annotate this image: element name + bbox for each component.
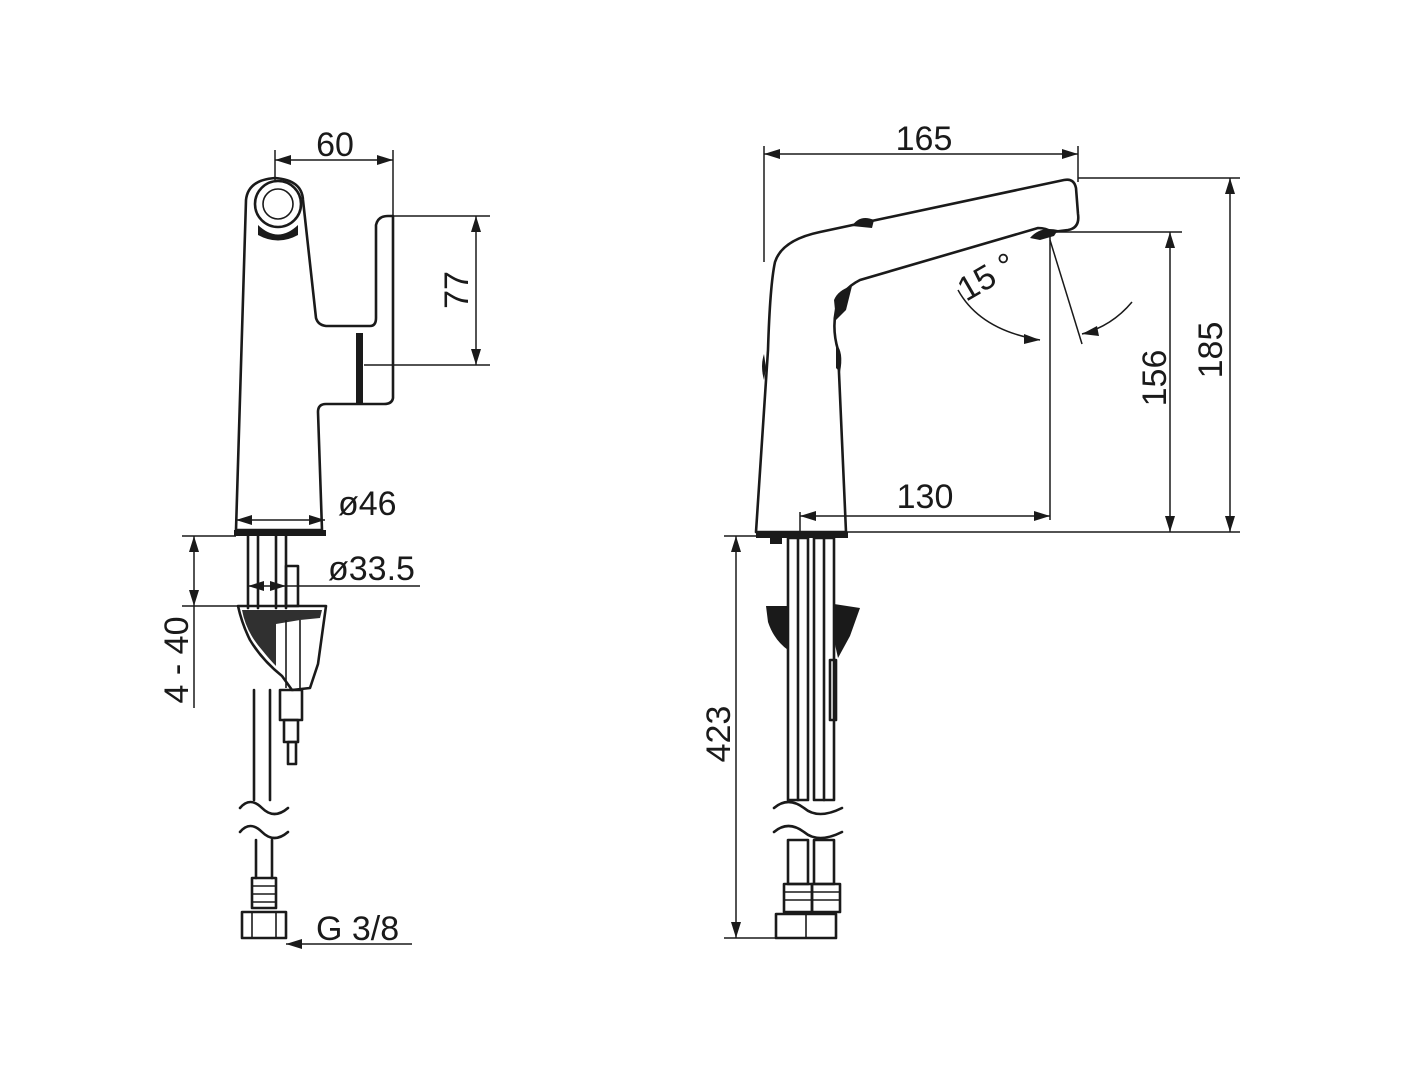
dim-angle: 15 ° — [951, 246, 1023, 309]
dim-spout-length: 165 — [896, 120, 953, 158]
side-view: 60 77 ø46 ø33.5 4 - 40 G 3/8 — [158, 126, 490, 949]
handle-slot — [356, 333, 363, 404]
base-plate — [234, 530, 326, 536]
connection-nut — [240, 910, 288, 940]
dim-base-diameter: ø46 — [338, 485, 397, 523]
dim-reach: 130 — [897, 478, 954, 516]
bracket-front — [766, 606, 788, 650]
front-view: 165 185 156 130 15 ° 423 — [700, 120, 1240, 940]
dim-hose-length: 423 — [700, 706, 738, 763]
dim-width-top: 60 — [316, 126, 354, 164]
aerator-ring — [253, 179, 303, 229]
handle-knob — [852, 218, 874, 228]
break-wave — [238, 800, 290, 816]
spout-outlet — [1030, 229, 1058, 240]
mounting-bracket — [236, 604, 328, 692]
faucet-body-side — [234, 176, 395, 532]
dim-spout-height: 156 — [1136, 350, 1174, 407]
base-plate-front — [756, 532, 848, 538]
dim-handle-height: 77 — [438, 271, 476, 309]
dim-connection: G 3/8 — [316, 910, 399, 948]
dim-deck-thickness: 4 - 40 — [158, 617, 196, 704]
dim-hole-diameter: ø33.5 — [328, 550, 415, 588]
dim-total-height: 185 — [1192, 322, 1230, 379]
break-wave-front — [772, 800, 844, 816]
